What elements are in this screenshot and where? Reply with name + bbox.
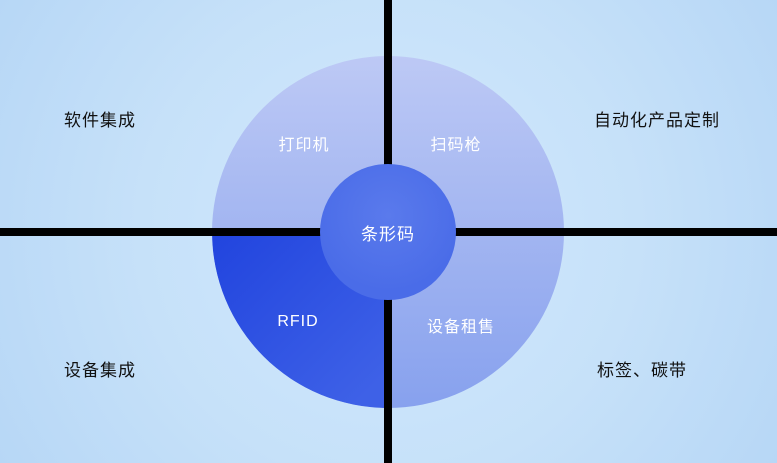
ring-label-scanner: 扫码枪 <box>430 137 482 154</box>
corner-label-software-integration: 软件集成 <box>64 111 136 130</box>
corner-label-labels-ribbons: 标签、碳带 <box>597 361 687 380</box>
ring-label-rfid: RFID <box>277 313 319 330</box>
center-circle: 条形码 <box>320 164 456 300</box>
corner-label-equipment-integration: 设备集成 <box>64 361 136 380</box>
ring-label-equipment-rental: 设备租售 <box>426 319 495 336</box>
ring-label-printer: 打印机 <box>278 137 330 154</box>
center-label-barcode: 条形码 <box>361 224 415 244</box>
corner-label-automation-customization: 自动化产品定制 <box>594 111 720 130</box>
